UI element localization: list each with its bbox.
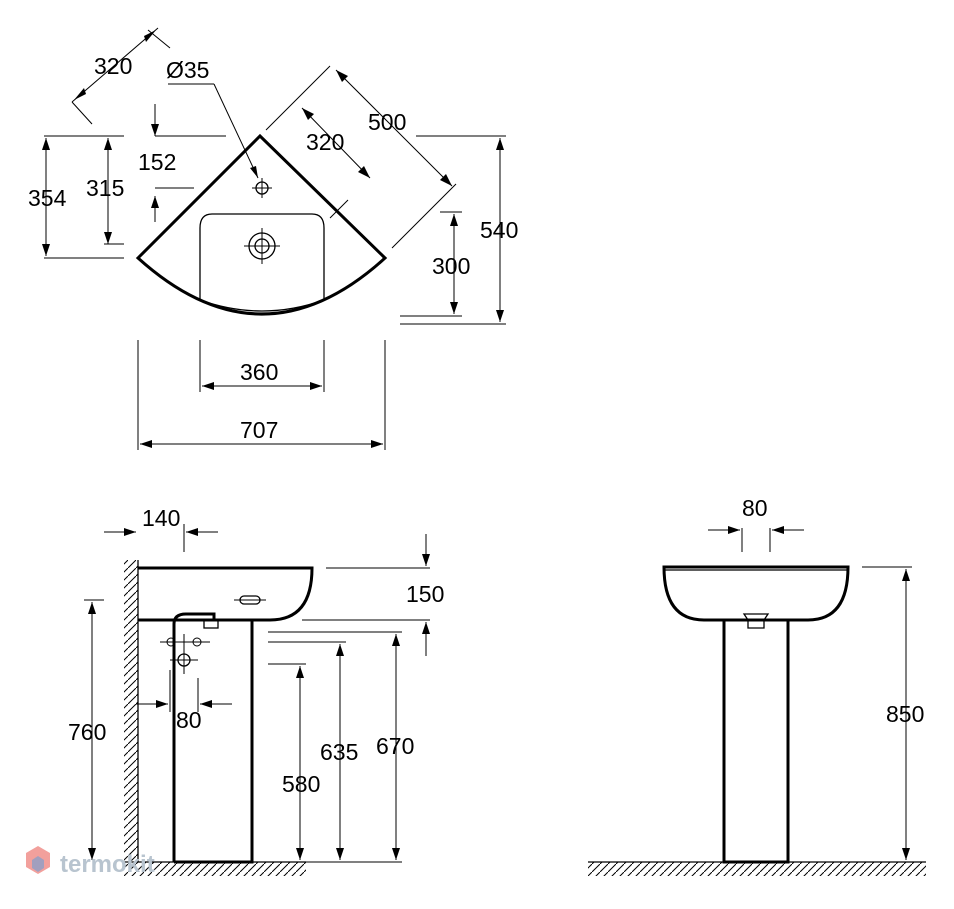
side-view: 140 150 760 80 580 635 xyxy=(68,505,444,876)
basin-outline-top xyxy=(135,133,388,316)
dim-315: 315 xyxy=(86,175,124,201)
dim-300: 300 xyxy=(432,253,470,279)
basin-outline-front xyxy=(662,565,850,622)
dim-760: 760 xyxy=(68,719,106,745)
dim-707: 707 xyxy=(240,417,278,443)
pipe-hole-icon xyxy=(160,634,210,674)
watermark: termokit xyxy=(26,846,155,878)
wall-hatch xyxy=(124,560,138,862)
pedestal-outline-side xyxy=(172,612,254,864)
dim-540: 540 xyxy=(480,217,518,243)
drain-trap-icon xyxy=(742,613,770,629)
dim-80-front: 80 xyxy=(742,495,768,521)
dim-580: 580 xyxy=(282,771,320,797)
dim-140: 140 xyxy=(142,505,180,531)
top-view: 320 Ø35 500 320 152 354 xyxy=(28,27,518,450)
dim-320-diagonal: 320 xyxy=(94,53,132,79)
drain-icon xyxy=(244,228,280,264)
dim-152: 152 xyxy=(138,149,176,175)
tap-hole-icon xyxy=(252,178,272,198)
dim-635: 635 xyxy=(320,739,358,765)
overflow-icon xyxy=(234,595,266,605)
front-view: 80 850 xyxy=(588,495,926,876)
dim-354: 354 xyxy=(28,185,67,211)
floor-hatch-front xyxy=(588,862,926,876)
basin-outline-side xyxy=(138,566,314,622)
dim-150: 150 xyxy=(406,581,444,607)
dim-80-side: 80 xyxy=(176,707,202,733)
pedestal-outline-front xyxy=(722,620,790,864)
watermark-text: termokit xyxy=(60,851,155,878)
dim-hole-diameter: Ø35 xyxy=(166,57,209,83)
dim-500: 500 xyxy=(368,109,406,135)
bowl-outline-top xyxy=(199,213,325,312)
floor-hatch-side xyxy=(124,862,306,876)
dim-320-edge: 320 xyxy=(306,129,344,155)
dim-850: 850 xyxy=(886,701,924,727)
dim-670: 670 xyxy=(376,733,414,759)
dim-360: 360 xyxy=(240,359,278,385)
